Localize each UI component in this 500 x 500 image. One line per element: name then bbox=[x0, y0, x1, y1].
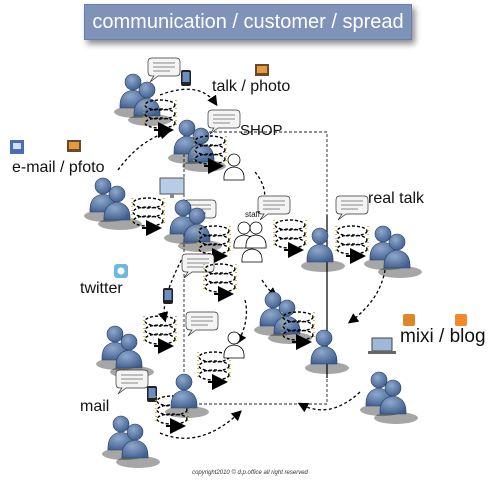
staff-person bbox=[223, 331, 245, 359]
twitter-label: twitter bbox=[80, 280, 123, 297]
speech-bubble bbox=[115, 369, 149, 395]
mail-label: mail bbox=[80, 398, 110, 415]
flow-arrows bbox=[117, 88, 386, 439]
mixi-icon bbox=[403, 314, 415, 326]
mixi-blog-label: mixi / blog bbox=[400, 326, 486, 347]
speech-bubble bbox=[257, 195, 291, 221]
customer-group bbox=[360, 372, 418, 424]
copyright-text: copyright2010 © d.p.office all right res… bbox=[192, 470, 308, 476]
email-photo-label: e-mail / pfoto bbox=[12, 159, 105, 176]
title-banner: communication / customer / spread bbox=[84, 4, 412, 40]
twitter-bird-icon bbox=[114, 264, 128, 278]
camera-icon bbox=[67, 140, 81, 152]
speech-bubble bbox=[185, 311, 219, 337]
communication-cycle bbox=[144, 316, 176, 346]
communication-cycle bbox=[336, 226, 368, 256]
speech-bubble bbox=[181, 253, 215, 279]
customer-group bbox=[102, 416, 160, 468]
shop-area bbox=[183, 131, 328, 405]
phone-icon bbox=[181, 70, 191, 86]
speech-bubble bbox=[335, 195, 369, 221]
laptop-icon bbox=[368, 337, 396, 354]
customer bbox=[164, 373, 210, 419]
talk-photo-label: talk / photo bbox=[212, 78, 291, 95]
phone-icon bbox=[147, 386, 157, 402]
staff-person bbox=[223, 153, 245, 181]
shop-label: SHOP bbox=[240, 122, 283, 139]
customer bbox=[300, 227, 346, 273]
email-app-icon bbox=[10, 140, 24, 154]
customer-group bbox=[364, 226, 422, 278]
camera-icon bbox=[255, 64, 269, 76]
speech-bubble bbox=[207, 109, 241, 135]
real-talk-label: real talk bbox=[368, 190, 425, 207]
blog-icon bbox=[455, 314, 467, 326]
communication-cycle bbox=[274, 220, 306, 250]
monitor-icon bbox=[159, 177, 185, 198]
staff-label: staff bbox=[245, 210, 260, 219]
phone-icon bbox=[163, 288, 173, 304]
speech-bubble bbox=[147, 57, 181, 83]
